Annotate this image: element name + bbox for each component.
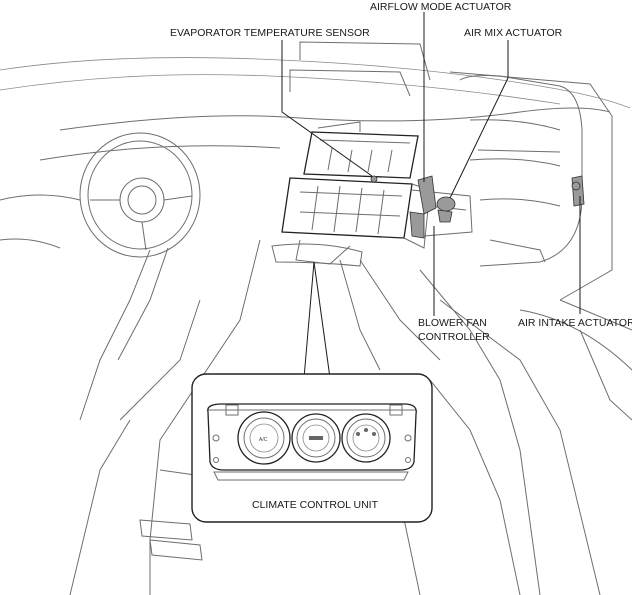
label-evaporator-temperature-sensor: EVAPORATOR TEMPERATURE SENSOR xyxy=(170,27,370,39)
label-blower-fan-controller-line2: CONTROLLER xyxy=(418,331,490,343)
climate-control-inset: A/C xyxy=(191,373,433,523)
label-air-mix-actuator: AIR MIX ACTUATOR xyxy=(464,27,563,39)
leader-evaporator-sensor xyxy=(281,40,373,177)
actuators xyxy=(409,175,585,239)
label-blower-fan-controller-line1: BLOWER FAN xyxy=(418,317,487,329)
hvac-unit xyxy=(271,121,473,267)
label-airflow-mode-actuator: AIRFLOW MODE ACTUATOR xyxy=(370,1,512,13)
leader-air-mix xyxy=(449,40,509,199)
svg-text:A/C: A/C xyxy=(259,437,268,443)
leader-climate-control xyxy=(303,261,315,379)
dashboard-line-art xyxy=(0,41,632,595)
label-climate-control-unit: CLIMATE CONTROL UNIT xyxy=(252,499,379,511)
knob-left: A/C xyxy=(237,411,291,465)
knob-center xyxy=(291,413,341,463)
knob-right xyxy=(341,413,391,463)
labels: AIRFLOW MODE ACTUATOR EVAPORATOR TEMPERA… xyxy=(170,1,632,511)
steering-wheel xyxy=(79,132,201,421)
leader-lines xyxy=(281,12,581,379)
label-air-intake-actuator: AIR INTAKE ACTUATOR xyxy=(518,317,632,329)
